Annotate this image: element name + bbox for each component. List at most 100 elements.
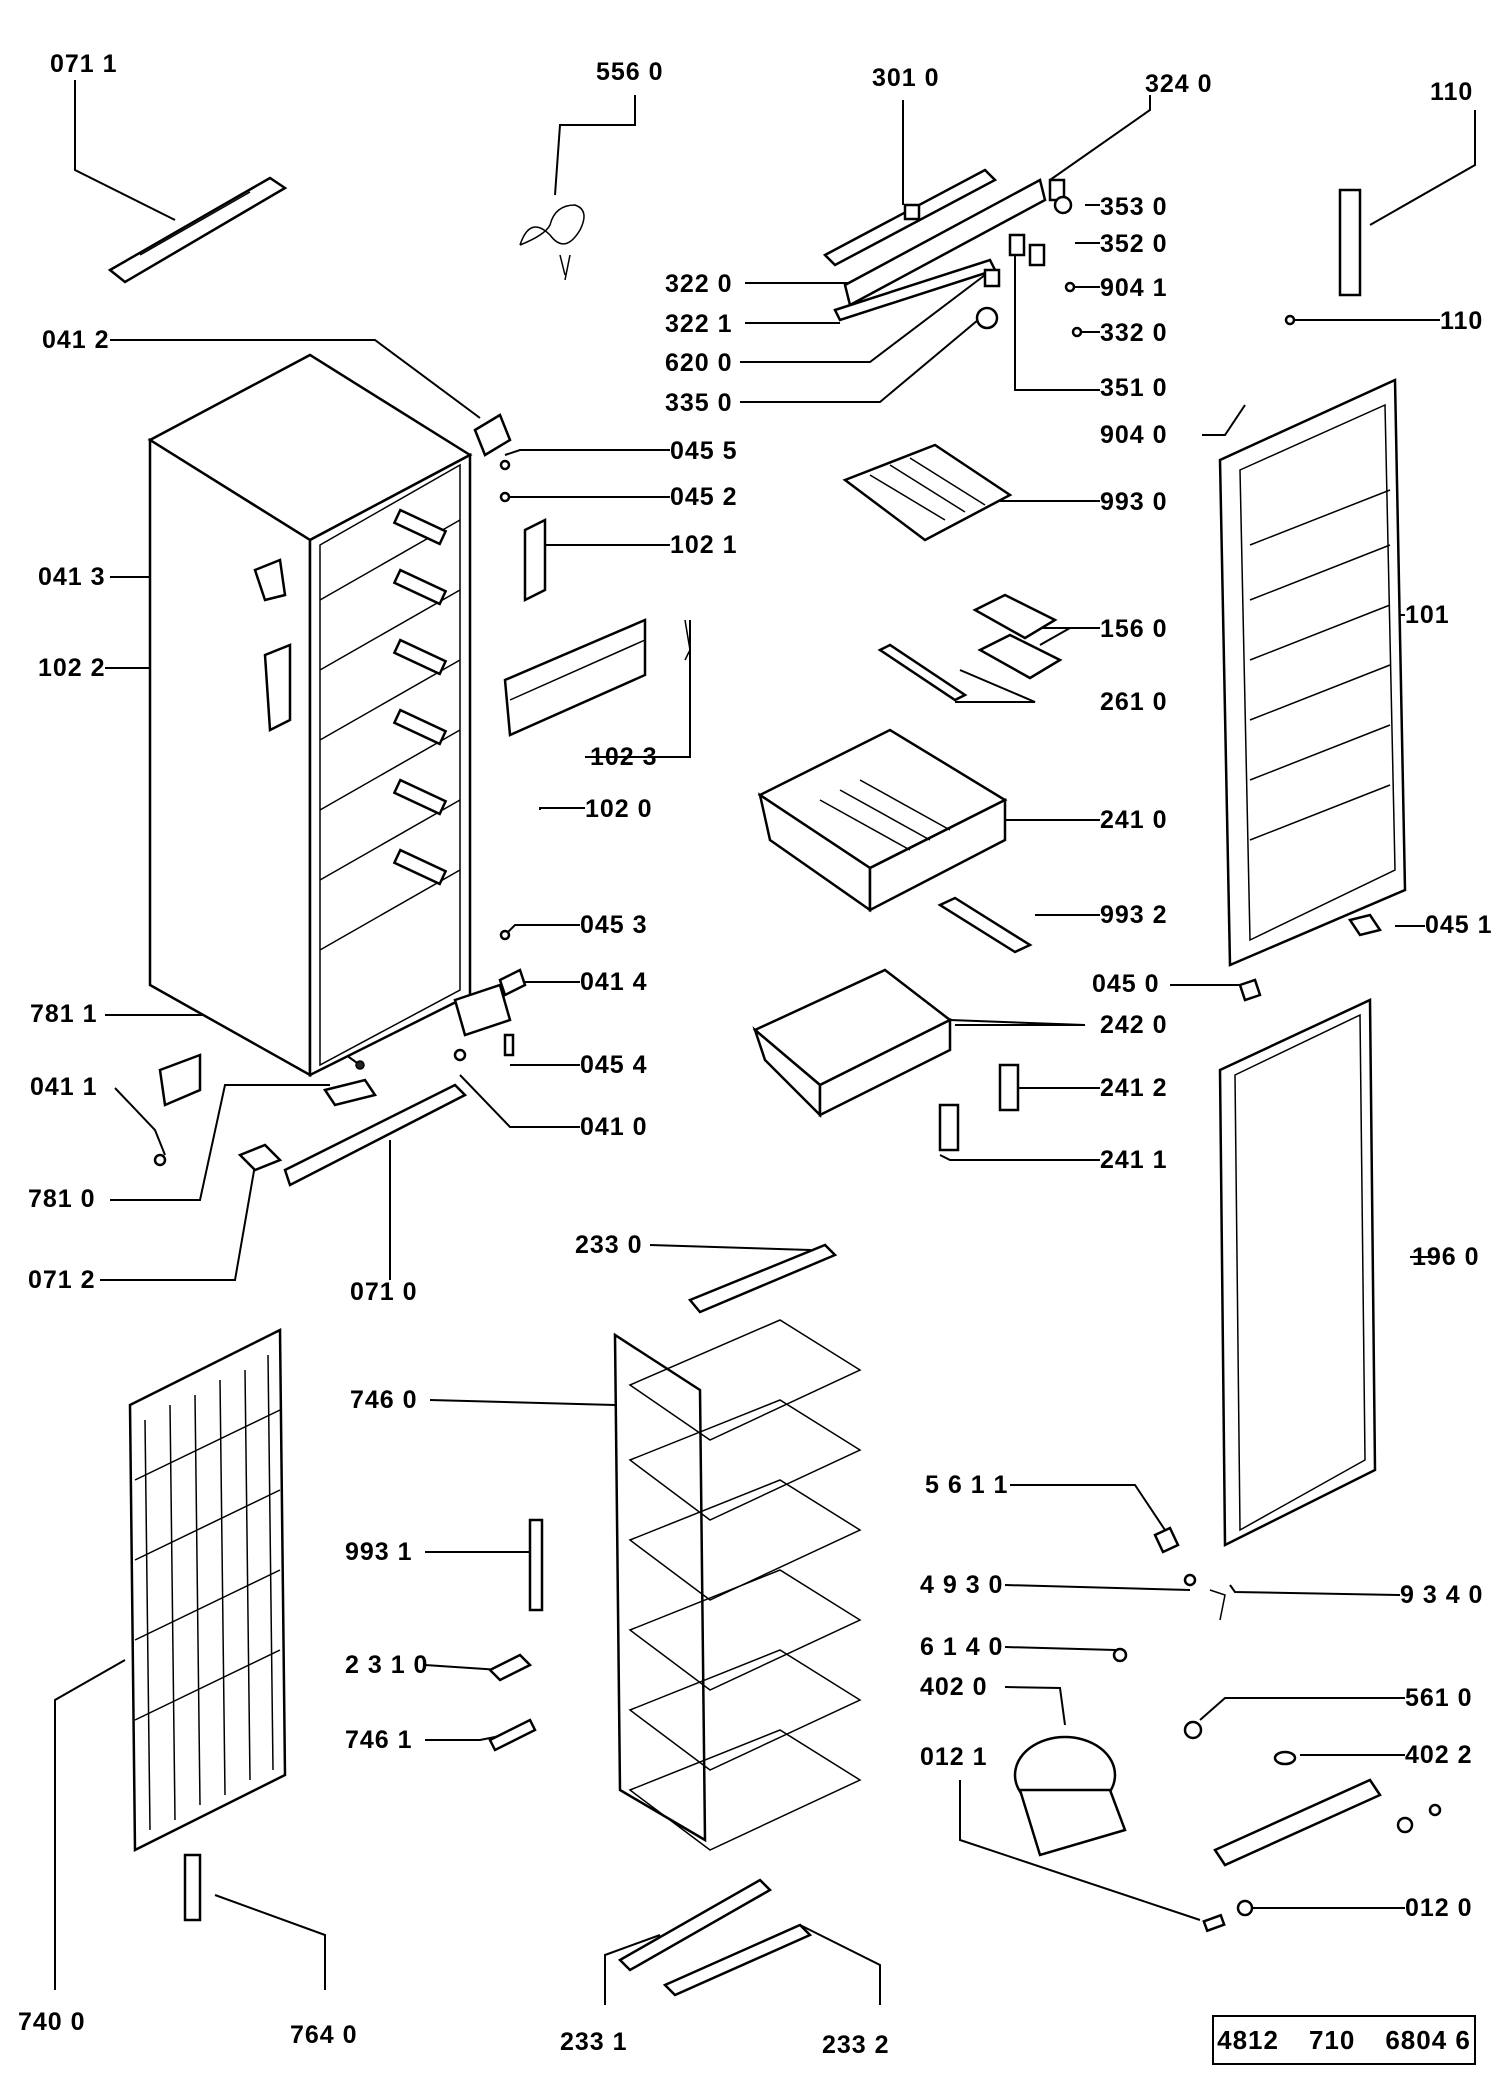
label-233-1: 233 1 <box>560 2028 628 2056</box>
label-041-1: 041 1 <box>30 1073 98 1101</box>
part-101-door <box>1218 378 1407 967</box>
part-045-0-clip <box>1238 978 1262 1002</box>
label-071-1: 071 1 <box>50 50 118 78</box>
label-233-2: 233 2 <box>822 2031 890 2059</box>
label-402-2: 402 2 <box>1405 1741 1473 1769</box>
label-041-3: 041 3 <box>38 563 106 591</box>
part-764-0-drier <box>183 1853 202 1922</box>
part-110-hinge-pin <box>1284 188 1362 326</box>
label-993-2: 993 2 <box>1100 901 1168 929</box>
part-561-1-relay <box>1153 1526 1180 1554</box>
label-102-3: 102 3 <box>590 743 658 771</box>
label-045-1: 045 1 <box>1425 911 1493 939</box>
label-110-bottom: 110 <box>1440 307 1484 335</box>
part-number-3: 6804 6 <box>1385 2024 1471 2055</box>
label-233-0: 233 0 <box>575 1231 643 1259</box>
label-071-0: 071 0 <box>350 1278 418 1306</box>
part-614-0-part <box>1112 1647 1128 1663</box>
part-041-4-hinge <box>453 968 527 1062</box>
part-746-1-clip <box>488 1718 537 1752</box>
label-041-0: 041 0 <box>580 1113 648 1141</box>
label-110-top: 110 <box>1430 78 1474 106</box>
label-351-0: 351 0 <box>1100 374 1168 402</box>
part-012-0-feet <box>1202 1899 1254 1933</box>
part-241-2-clip <box>998 1063 1020 1112</box>
part-071-0-bottom-rail <box>237 1083 468 1187</box>
part-241-1-clip <box>938 1103 960 1152</box>
part-071-1-hinge-rail <box>107 176 288 284</box>
part-156-0-ice-tray <box>972 593 1063 680</box>
part-324-0-knob-parts <box>975 178 1083 338</box>
part-556-0-spring <box>519 204 585 281</box>
label-993-1: 993 1 <box>345 1538 413 1566</box>
label-781-0: 781 0 <box>28 1185 96 1213</box>
part-102-0-panel <box>503 618 691 737</box>
part-102-1-bracket <box>523 517 547 603</box>
label-041-2: 041 2 <box>42 326 110 354</box>
label-045-0: 045 0 <box>1092 970 1160 998</box>
label-620-0: 620 0 <box>665 349 733 377</box>
label-614-0: 6 1 4 0 <box>920 1633 1004 1661</box>
label-045-5: 045 5 <box>670 437 738 465</box>
label-561-0: 561 0 <box>1405 1684 1473 1712</box>
label-101: 101 <box>1405 601 1450 629</box>
label-332-0: 332 0 <box>1100 319 1168 347</box>
label-301-0: 301 0 <box>872 64 940 92</box>
part-402-2-part <box>1273 1750 1297 1766</box>
label-156-0: 156 0 <box>1100 615 1168 643</box>
label-261-0: 261 0 <box>1100 688 1168 716</box>
label-322-1: 322 1 <box>665 310 733 338</box>
label-041-4: 041 4 <box>580 968 648 996</box>
label-045-2: 045 2 <box>670 483 738 511</box>
label-934-0: 9 3 4 0 <box>1400 1581 1484 1609</box>
part-045-screws <box>499 459 511 941</box>
label-904-0: 904 0 <box>1100 421 1168 449</box>
label-746-1: 746 1 <box>345 1726 413 1754</box>
part-261-0-strip <box>877 643 968 702</box>
label-322-0: 322 0 <box>665 270 733 298</box>
label-402-0: 402 0 <box>920 1673 988 1701</box>
part-number-2: 710 <box>1308 2024 1356 2055</box>
label-045-4: 045 4 <box>580 1051 648 1079</box>
label-012-1: 012 1 <box>920 1743 988 1771</box>
part-493-0-part <box>1183 1573 1226 1621</box>
label-102-0: 102 0 <box>585 795 653 823</box>
label-556-0: 556 0 <box>596 58 664 86</box>
label-746-0: 746 0 <box>350 1386 418 1414</box>
part-561-0-part <box>1183 1720 1203 1740</box>
label-242-0: 242 0 <box>1100 1011 1168 1039</box>
label-102-2: 102 2 <box>38 654 106 682</box>
label-045-3: 045 3 <box>580 911 648 939</box>
part-740-0-condenser <box>128 1327 287 1853</box>
label-324-0: 324 0 <box>1145 70 1213 98</box>
label-241-1: 241 1 <box>1100 1146 1168 1174</box>
label-241-2: 241 2 <box>1100 1074 1168 1102</box>
label-196-0: 196 0 <box>1412 1243 1480 1271</box>
label-071-2: 071 2 <box>28 1266 96 1294</box>
part-cabinet-body <box>147 353 512 1078</box>
part-746-0-shelf-rack <box>613 1319 862 1851</box>
label-740-0: 740 0 <box>18 2008 86 2036</box>
part-045-1-clip <box>1347 913 1383 937</box>
part-233-rails <box>617 1878 813 1997</box>
part-041-3-bracket <box>253 558 287 602</box>
part-231-0-bracket <box>487 1653 533 1682</box>
part-781-0-cover <box>322 1078 378 1107</box>
part-301-0-control-panel <box>822 168 1047 322</box>
label-353-0: 353 0 <box>1100 193 1168 221</box>
part-number-1: 4812 <box>1217 2024 1279 2055</box>
label-231-0: 2 3 1 0 <box>345 1651 429 1679</box>
label-904-1: 904 1 <box>1100 274 1168 302</box>
part-993-0-grille <box>842 443 1013 542</box>
label-352-0: 352 0 <box>1100 230 1168 258</box>
label-993-0: 993 0 <box>1100 488 1168 516</box>
part-102-2-bracket <box>263 643 292 732</box>
label-561-1: 5 6 1 1 <box>925 1471 1009 1499</box>
label-335-0: 335 0 <box>665 389 733 417</box>
label-764-0: 764 0 <box>290 2021 358 2049</box>
label-781-1: 781 1 <box>30 1000 98 1028</box>
part-number-box: 4812 710 6804 6 <box>1212 2015 1476 2065</box>
part-041-1-hinge <box>153 1053 365 1167</box>
label-241-0: 241 0 <box>1100 806 1168 834</box>
